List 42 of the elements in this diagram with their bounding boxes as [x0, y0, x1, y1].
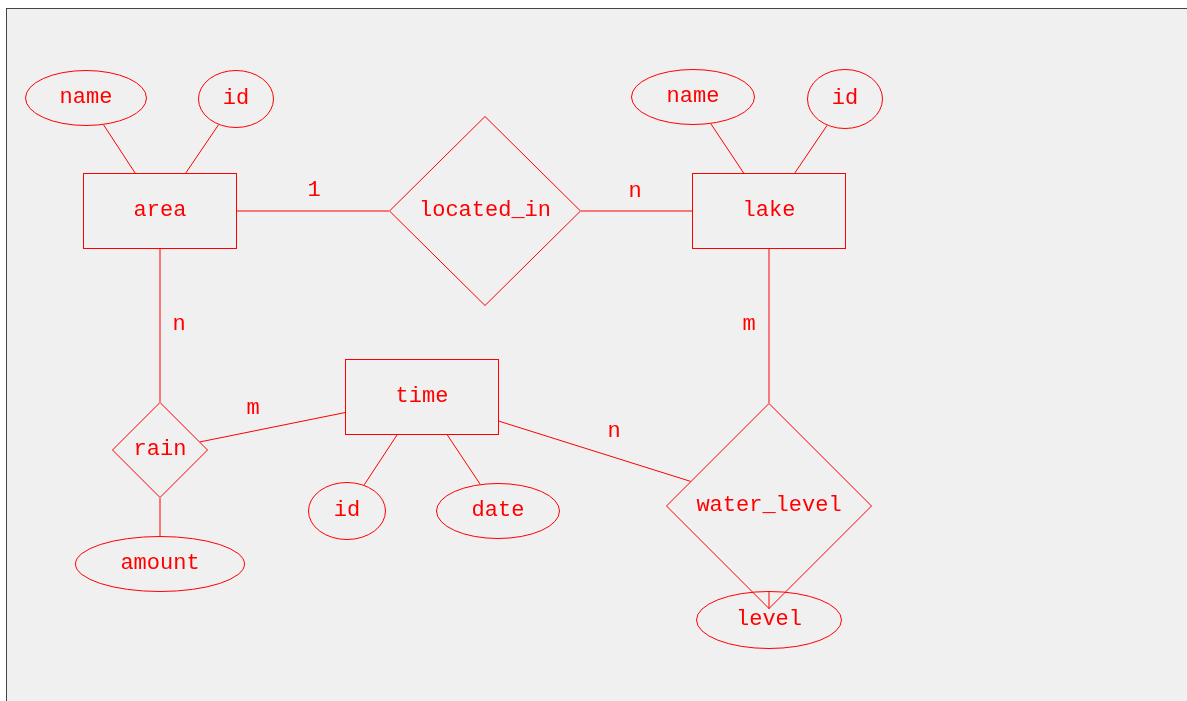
- attribute-name: amount: [120, 553, 200, 575]
- connector-line: [498, 420, 692, 482]
- entity-box: [83, 173, 237, 249]
- connector-line: [768, 248, 770, 404]
- connector-line: [159, 497, 161, 537]
- connector-line: [185, 124, 220, 174]
- attribute-name: name: [59, 87, 113, 109]
- relationship-name: water_level: [696, 495, 842, 517]
- connector-line: [794, 124, 828, 174]
- connector-line: [768, 590, 770, 610]
- entity-name: time: [395, 386, 449, 408]
- connector-line: [199, 412, 346, 443]
- connector-line: [580, 210, 693, 212]
- connector-line: [710, 123, 745, 174]
- relationship-diamond: [389, 116, 581, 306]
- attribute-name: level: [736, 609, 802, 631]
- attribute-name: name: [666, 86, 720, 108]
- relationship-name: rain: [133, 439, 187, 461]
- entity-name: lake: [742, 200, 796, 222]
- attribute-ellipse: [631, 69, 755, 125]
- entity-box: [692, 173, 846, 249]
- attribute-ellipse: [308, 482, 386, 540]
- entity-box: [345, 359, 499, 435]
- attribute-name: id: [333, 500, 361, 522]
- relationship-name: located_in: [419, 200, 551, 222]
- connector-line: [446, 434, 481, 485]
- connector-line: [159, 248, 161, 403]
- attribute-name: id: [831, 88, 859, 110]
- attribute-ellipse: [75, 536, 245, 592]
- attribute-ellipse: [25, 70, 147, 126]
- connector-line: [236, 210, 390, 212]
- entity-name: area: [133, 200, 187, 222]
- attribute-ellipse: [807, 69, 883, 129]
- attribute-ellipse: [436, 483, 560, 539]
- attribute-name: id: [222, 88, 250, 110]
- relationship-diamond: [112, 402, 208, 498]
- connector-line: [103, 124, 136, 174]
- attribute-ellipse: [198, 70, 274, 128]
- attribute-ellipse: [696, 591, 842, 649]
- relationship-diamond: [666, 403, 872, 609]
- connector-line: [363, 434, 398, 486]
- attribute-name: date: [471, 500, 525, 522]
